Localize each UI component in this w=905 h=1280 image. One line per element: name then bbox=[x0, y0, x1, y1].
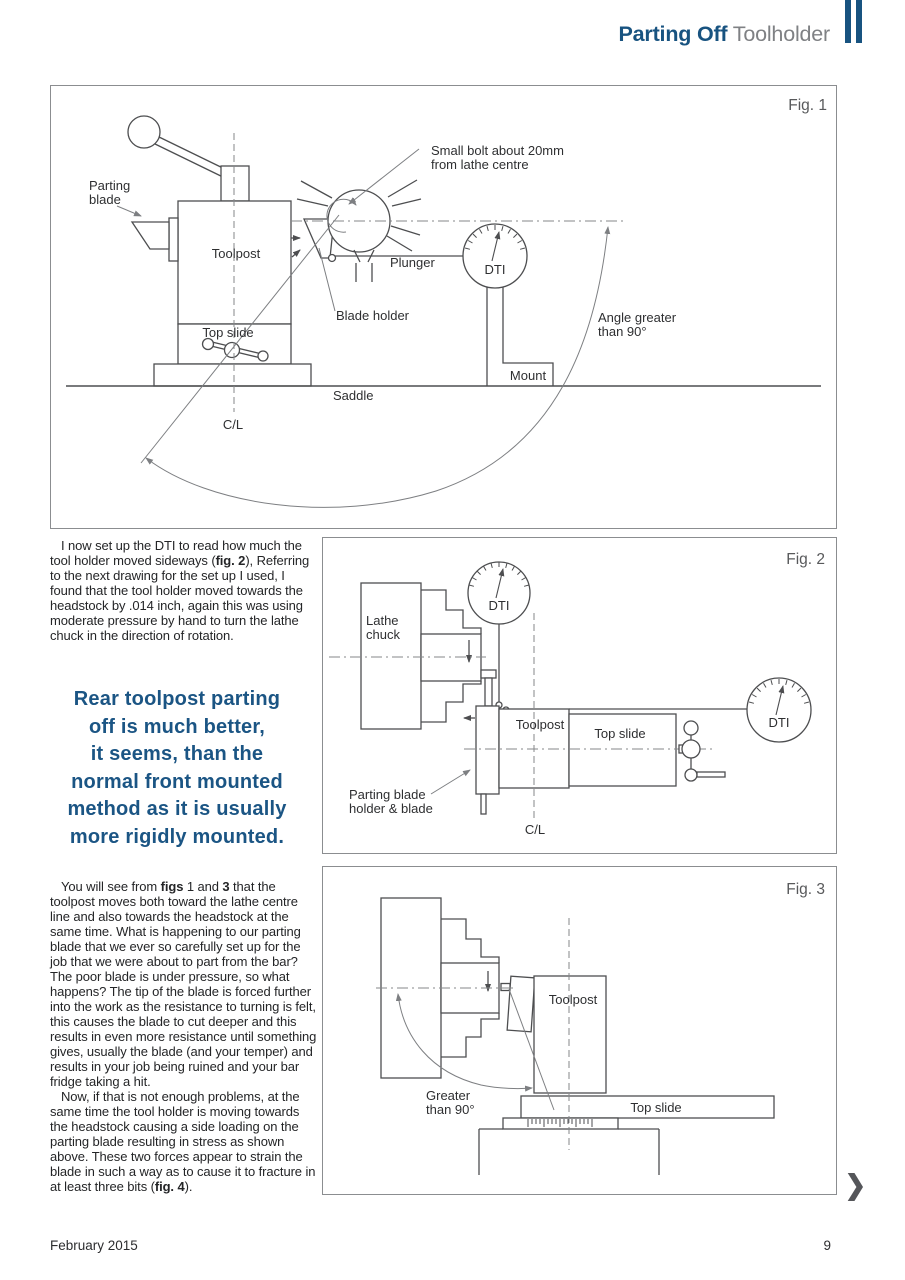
figure-1: Fig. 1 Parting blade Toolpost Top slide … bbox=[50, 85, 837, 529]
paragraph-2: You will see from figs 1 and 3 that the … bbox=[50, 879, 320, 1089]
text-run: 1 and bbox=[183, 879, 223, 894]
paragraph-1: I now set up the DTI to read how much th… bbox=[50, 538, 320, 643]
pullquote-line: method as it is usually bbox=[67, 798, 287, 820]
angle-label: than 90° bbox=[426, 1102, 475, 1117]
figure-3: Fig. 3 Toolpost Top slide Greater than 9… bbox=[322, 866, 837, 1195]
angle-label: Greater bbox=[426, 1088, 471, 1103]
angle-arc bbox=[145, 226, 611, 508]
toolpost-body bbox=[177, 200, 292, 325]
toolpost-body bbox=[533, 975, 607, 1094]
text-run-bold: figs bbox=[160, 879, 184, 894]
parting-blade-label: holder & blade bbox=[349, 801, 433, 816]
figure-2: Fig. 2 Lathe chuck DTI DTI Toolpost Top … bbox=[322, 537, 837, 854]
centerline-label: C/L bbox=[525, 822, 545, 837]
footer-page-number: 9 bbox=[823, 1238, 831, 1253]
angle-label: than 90° bbox=[598, 324, 647, 339]
dti-label: DTI bbox=[485, 262, 506, 277]
toolpost-label: Toolpost bbox=[549, 992, 598, 1007]
fig3-linework bbox=[380, 897, 775, 1175]
fig1-label: Fig. 1 bbox=[788, 97, 827, 114]
chuck-jaw-steps bbox=[421, 589, 482, 723]
toolpost-label: Toolpost bbox=[516, 717, 565, 732]
small-bolt-label: Small bolt about 20mm bbox=[431, 143, 564, 158]
saddle-label: Saddle bbox=[333, 388, 373, 403]
dti-gauge-right bbox=[746, 677, 812, 743]
top-slide-body bbox=[568, 713, 677, 787]
text-run: You will see from bbox=[61, 879, 161, 894]
parting-blade-label: Parting bbox=[89, 178, 130, 193]
lathe-chuck-label: chuck bbox=[366, 627, 400, 642]
angle-arc bbox=[395, 993, 533, 1092]
pullquote-line: off is much better, bbox=[88, 715, 266, 738]
fig2-leader-line bbox=[430, 769, 471, 795]
fig2-linework bbox=[360, 561, 812, 815]
fig2-label: Fig. 2 bbox=[786, 551, 825, 568]
page-title: Parting Off Toolholder bbox=[618, 22, 831, 47]
cross-slide-base bbox=[478, 1128, 660, 1175]
page-title-light: Toolholder bbox=[727, 22, 830, 46]
lathe-chuck-label: Lathe bbox=[366, 613, 399, 628]
parting-blade-label: blade bbox=[89, 192, 121, 207]
dti-gauge bbox=[462, 223, 528, 289]
small-bolt-label: from lathe centre bbox=[431, 157, 529, 172]
bolt-cap bbox=[480, 669, 497, 679]
top-slide-body bbox=[520, 1095, 775, 1119]
text-run: ). bbox=[184, 1179, 193, 1194]
fig2-drawing: Fig. 2 Lathe chuck DTI DTI Toolpost Top … bbox=[329, 551, 825, 837]
pullquote-line: normal front mounted bbox=[71, 770, 283, 793]
toolpost-label: Toolpost bbox=[212, 246, 261, 261]
blade-holder-shape bbox=[506, 975, 536, 1033]
fig2-handle bbox=[678, 720, 726, 782]
lathe-chuck-body bbox=[380, 897, 442, 1079]
fig2-centerlines bbox=[329, 613, 715, 820]
fig3-centerlines bbox=[376, 918, 570, 1150]
body-column-1: I now set up the DTI to read how much th… bbox=[50, 538, 320, 643]
dti-label: DTI bbox=[769, 715, 790, 730]
pullquote-line: Rear toolpost parting bbox=[73, 688, 281, 710]
blade-holder-label: Blade holder bbox=[336, 308, 410, 323]
footer-date: February 2015 bbox=[50, 1238, 138, 1253]
text-run: ), Referring to the next drawing for the… bbox=[50, 553, 310, 643]
centerline-label: C/L bbox=[223, 417, 243, 432]
blade-holder-shape bbox=[475, 705, 500, 795]
angle-label: Angle greater bbox=[598, 310, 677, 325]
text-run-bold: fig. 4 bbox=[154, 1179, 185, 1194]
next-page-chevron-icon: ❯ bbox=[844, 1170, 867, 1200]
pull-quote: Rear toolpost parting off is much better… bbox=[45, 686, 309, 851]
header-double-bar-icon bbox=[845, 0, 851, 43]
lathe-chuck-body bbox=[360, 582, 422, 730]
top-slide-label: Top slide bbox=[202, 325, 253, 340]
pullquote-line: more rigidly mounted. bbox=[69, 825, 285, 848]
handle-ball bbox=[127, 115, 161, 149]
chuck-jaws bbox=[296, 179, 422, 252]
paragraph-3: Now, if that is not enough problems, at … bbox=[50, 1089, 320, 1194]
text-run: I now set up the DTI to read how much th… bbox=[50, 538, 302, 568]
parting-blade-label: Parting blade bbox=[349, 787, 426, 802]
header-double-bar-icon bbox=[856, 0, 862, 43]
page-title-strong: Parting Off bbox=[618, 22, 728, 46]
parting-blade-shape bbox=[130, 221, 170, 250]
text-run: that the toolpost moves both toward the … bbox=[50, 879, 317, 1089]
top-slide-label: Top slide bbox=[630, 1100, 681, 1115]
text-run-bold: fig. 2 bbox=[215, 553, 246, 568]
dti-label: DTI bbox=[489, 598, 510, 613]
pullquote-line: it seems, than the bbox=[90, 743, 264, 765]
plunger-label: Plunger bbox=[390, 255, 435, 270]
body-column-2: You will see from figs 1 and 3 that the … bbox=[50, 879, 320, 1194]
text-run: Now, if that is not enough problems, at … bbox=[50, 1089, 316, 1194]
fig3-annotation-lines bbox=[395, 988, 555, 1111]
fig3-drawing: Fig. 3 Toolpost Top slide Greater than 9… bbox=[376, 881, 825, 1175]
fig1-drawing: Fig. 1 Parting blade Toolpost Top slide … bbox=[66, 97, 827, 508]
top-slide-label: Top slide bbox=[594, 726, 645, 741]
text-run-bold: 3 bbox=[222, 879, 230, 894]
fig3-label: Fig. 3 bbox=[786, 881, 825, 898]
fig1-annotation-lines bbox=[116, 148, 611, 508]
mount-label: Mount bbox=[510, 368, 547, 383]
